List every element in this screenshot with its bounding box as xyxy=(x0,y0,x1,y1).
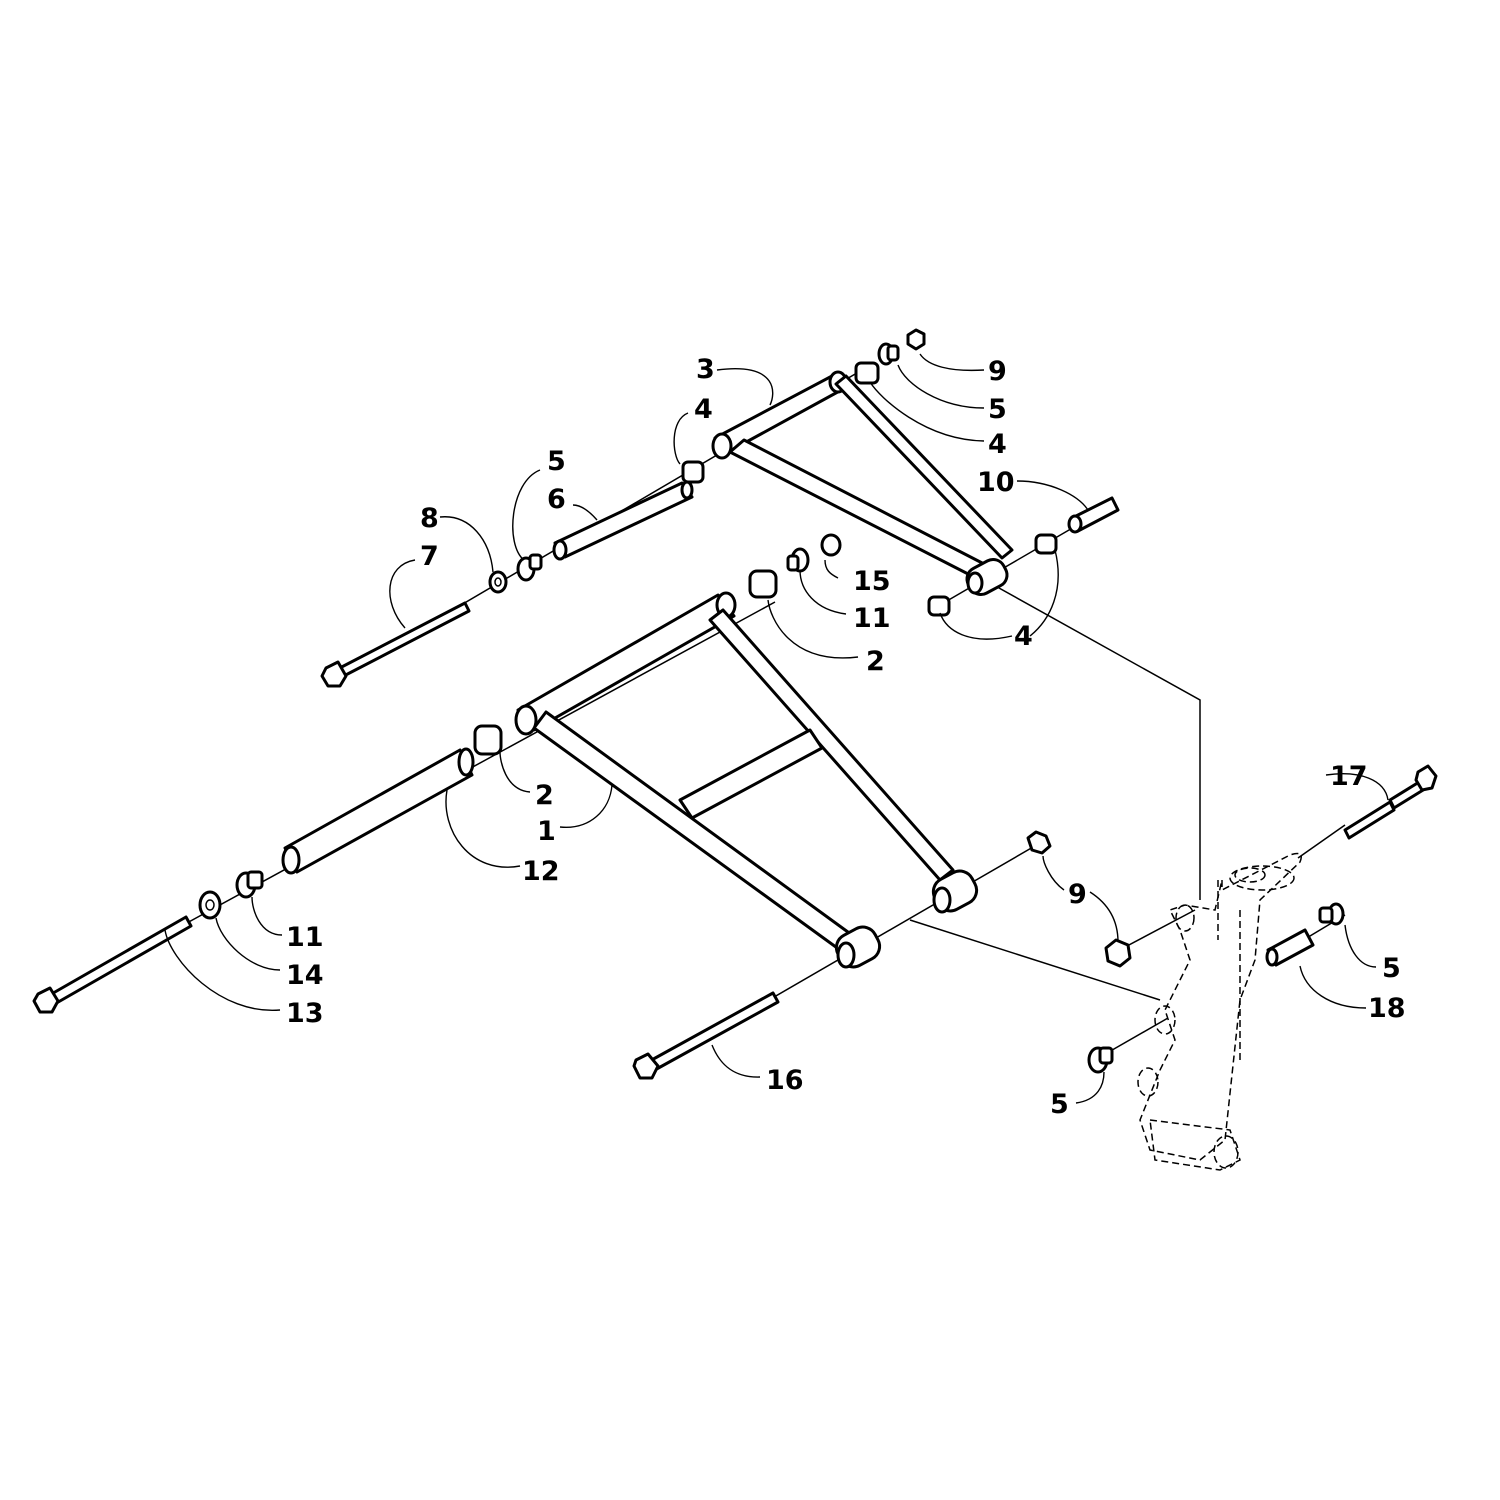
callout-16: 16 xyxy=(766,1065,804,1096)
spindle xyxy=(1137,852,1302,1171)
bushing-2-lower xyxy=(473,724,503,756)
callout-6: 6 xyxy=(547,484,566,515)
callout-9: 9 xyxy=(1068,879,1087,910)
nut-9-top xyxy=(906,328,926,351)
upper-a-arm xyxy=(711,370,1014,597)
washer-8 xyxy=(488,570,508,594)
bushing-2-upper xyxy=(748,569,778,599)
sleeve-12 xyxy=(283,748,474,874)
callouts: 3 4 5 6 8 7 9 5 4 10 15 11 2 4 2 1 12 11… xyxy=(286,354,1406,1120)
callout-5: 5 xyxy=(1382,953,1401,984)
callout-4: 4 xyxy=(988,429,1007,460)
callout-12: 12 xyxy=(522,856,560,887)
callout-11: 11 xyxy=(853,603,891,634)
bolt-7 xyxy=(330,601,471,682)
callout-11: 11 xyxy=(286,922,324,953)
callout-3: 3 xyxy=(696,354,715,385)
callout-2: 2 xyxy=(535,780,554,811)
callout-8: 8 xyxy=(420,503,439,534)
leader-lines xyxy=(164,353,1389,1104)
bolt-17 xyxy=(1343,800,1396,840)
spindle-hardware xyxy=(1087,764,1438,1074)
callout-17: 17 xyxy=(1330,761,1368,792)
callout-7: 7 xyxy=(420,541,439,572)
bolt-16 xyxy=(646,991,780,1073)
callout-18: 18 xyxy=(1368,993,1406,1024)
bushing-4-right xyxy=(1034,533,1058,555)
washer-14 xyxy=(198,890,222,920)
callout-13: 13 xyxy=(286,998,324,1029)
bolt-13 xyxy=(46,915,193,1007)
callout-14: 14 xyxy=(286,960,324,991)
callout-4: 4 xyxy=(694,394,713,425)
lower-arm-hardware xyxy=(32,533,1132,1080)
callout-2: 2 xyxy=(866,646,885,677)
reference-lines xyxy=(909,582,1201,1001)
bushing-4-top xyxy=(854,361,880,385)
callout-4: 4 xyxy=(1014,621,1033,652)
nut-9-right xyxy=(1026,830,1052,855)
nut-15 xyxy=(820,533,842,557)
callout-9: 9 xyxy=(988,356,1007,387)
callout-10: 10 xyxy=(977,467,1015,498)
bushing-4-left xyxy=(681,460,705,484)
upper-arm-hardware xyxy=(320,328,1120,688)
callout-5: 5 xyxy=(547,446,566,477)
nut-9-lower xyxy=(1104,938,1132,968)
callout-5: 5 xyxy=(1050,1089,1069,1120)
lower-a-arm xyxy=(514,591,979,969)
sleeve-6 xyxy=(553,481,694,559)
callout-5: 5 xyxy=(988,394,1007,425)
callout-15: 15 xyxy=(853,566,891,597)
callout-1: 1 xyxy=(537,816,556,847)
bushing-4-low xyxy=(927,595,951,617)
